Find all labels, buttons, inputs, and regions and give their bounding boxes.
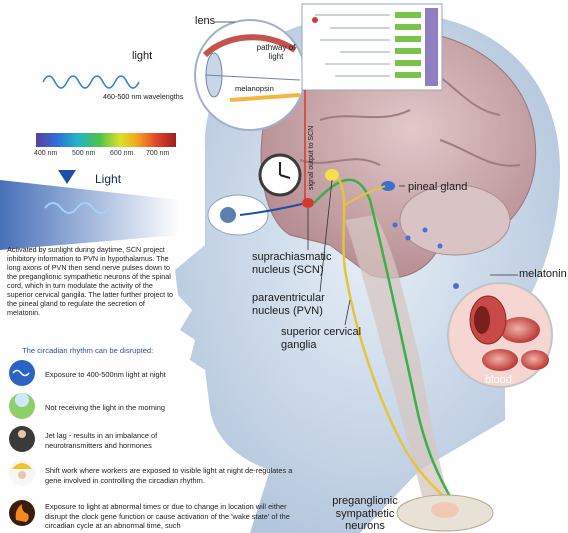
cerebellum	[399, 184, 511, 256]
lens-label: lens	[195, 15, 216, 27]
disruption-text: Not receiving the light in the morning	[45, 403, 165, 412]
green-pathway	[313, 178, 457, 506]
pathway-label: pathway of light	[256, 43, 296, 62]
pineal-label: pineal gland	[408, 181, 468, 193]
disruption-text: Shift work where workers are exposed to …	[45, 466, 293, 485]
disrupt-title: The circadian rhythm can be disrupted:	[22, 346, 154, 355]
disruption-item: Shift work where workers are exposed to …	[8, 461, 308, 491]
light-small-label: light	[132, 50, 153, 62]
disruption-item: Exposure to 400-500nm light at night	[8, 360, 308, 390]
spectrum-tick-0: 400 nm	[34, 150, 58, 157]
scn-label: suprachiasmatic nucleus (SCN)	[252, 251, 332, 276]
disruption-item: Jet lag - results in an imbalance of neu…	[8, 426, 308, 456]
signal-output-label: signal output to SCN	[308, 125, 315, 190]
description-paragraph: Activated by sunlight during daytime, SC…	[7, 245, 174, 317]
spectrum-tick-2: 600 nm	[110, 150, 134, 157]
light-wave-icon	[42, 75, 140, 89]
disruption-text: Exposure to 400-500nm light at night	[45, 370, 166, 379]
spectrum-tick-1: 500 nm	[72, 150, 96, 157]
disruption-item: Not receiving the light in the morning	[8, 393, 308, 423]
melanopsin-label: melanopsin	[235, 84, 274, 93]
light-beam	[0, 180, 180, 250]
disruption-item: Exposure to light at abnormal times or d…	[8, 500, 308, 530]
yellow-pathway	[336, 177, 461, 511]
spectrum-tick-3: 700 nm	[146, 150, 170, 157]
pineal-node	[381, 181, 395, 191]
wave-icon	[9, 360, 35, 386]
scn-node	[302, 198, 314, 208]
disruption-text: Exposure to light at abnormal times or d…	[45, 502, 290, 531]
preganglionic-label: preganglionic sympathetic neurons	[332, 495, 398, 533]
spectrum-bar	[36, 133, 176, 147]
scg-label: superior cervical ganglia	[281, 326, 362, 351]
pvn-node	[325, 169, 339, 181]
traveler-icon	[9, 426, 35, 452]
light-big-label: Light	[95, 172, 122, 186]
blood-label: blood	[485, 374, 512, 386]
light-arrow-icon	[58, 170, 76, 184]
disruption-text: Jet lag - results in an imbalance of neu…	[45, 431, 158, 450]
eye	[207, 194, 269, 236]
pvn-label: paraventricular nucleus (PVN)	[252, 292, 325, 317]
wavelength-label: 460-500 nm wavelengths	[103, 92, 184, 101]
melatonin-label: melatonin	[519, 268, 567, 280]
